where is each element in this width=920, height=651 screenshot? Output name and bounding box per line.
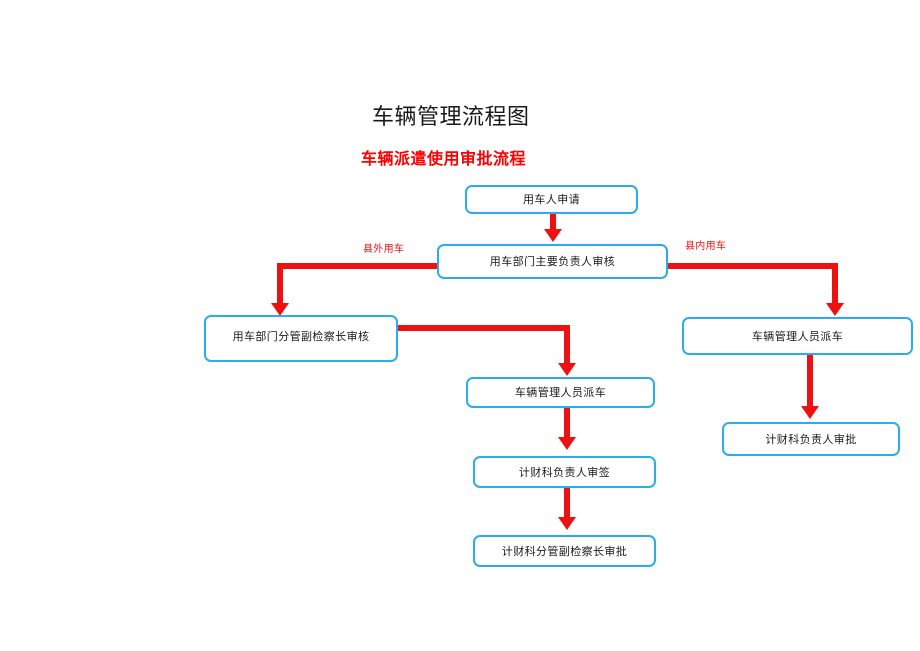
connector-dept-head-to-left-branch: [277, 263, 440, 269]
node-vehicle-dispatch-middle[interactable]: 车辆管理人员派车: [466, 377, 655, 408]
arrowhead-finance-approval: [801, 406, 819, 419]
node-dept-head-review[interactable]: 用车部门主要负责人审核: [437, 244, 668, 279]
arrowhead-deputy-approval: [558, 517, 576, 530]
node-finance-head-approval[interactable]: 计财科负责人审批: [722, 422, 900, 456]
node-vehicle-dispatch-right[interactable]: 车辆管理人员派车: [682, 317, 913, 355]
node-vehicle-dispatch-middle-label: 车辆管理人员派车: [514, 386, 607, 399]
edge-label-outside-county: 县外用车: [363, 244, 405, 255]
connector-middle-dispatch-down: [564, 325, 570, 367]
node-dept-deputy-prosecutor-review-label: 用车部门分管副检察长审核: [232, 330, 370, 343]
node-applicant-request-label: 用车人申请: [523, 193, 580, 206]
page-subtitle: 车辆派遣使用审批流程: [361, 149, 527, 168]
arrowhead-right-branch: [826, 303, 844, 316]
node-vehicle-dispatch-right-label: 车辆管理人员派车: [751, 329, 844, 343]
connector-left-branch-down: [277, 263, 283, 307]
arrowhead-middle-dispatch: [558, 363, 576, 376]
arrowhead-request-to-dept-head: [544, 229, 562, 242]
node-finance-deputy-prosecutor-approval[interactable]: 计财科分管副检察长审批: [473, 535, 656, 567]
arrowhead-finance-signoff: [558, 437, 576, 450]
connector-middle-dispatch-to-finance-signoff: [564, 407, 570, 439]
node-applicant-request[interactable]: 用车人申请: [465, 185, 638, 214]
node-finance-head-approval-label: 计财科负责人审批: [765, 432, 857, 446]
arrowhead-left-branch: [271, 303, 289, 316]
node-finance-head-signoff[interactable]: 计财科负责人审签: [473, 456, 656, 488]
page-title: 车辆管理流程图: [372, 105, 530, 130]
node-dept-deputy-prosecutor-review[interactable]: 用车部门分管副检察长审核: [204, 315, 398, 362]
connector-dept-head-to-right-branch: [665, 263, 838, 269]
connector-finance-signoff-to-deputy-approval: [564, 487, 570, 519]
edge-label-inside-county: 县内用车: [685, 241, 727, 252]
connector-right-branch-down: [832, 263, 838, 307]
node-dept-head-review-label: 用车部门主要负责人审核: [489, 255, 616, 268]
node-finance-head-signoff-label: 计财科负责人审签: [518, 465, 611, 479]
connector-right-dispatch-to-finance-approval: [807, 354, 813, 408]
connector-left-review-to-middle-dispatch: [396, 325, 570, 331]
connector-request-to-dept-head: [550, 213, 556, 231]
node-finance-deputy-prosecutor-approval-label: 计财科分管副检察长审批: [501, 544, 628, 558]
